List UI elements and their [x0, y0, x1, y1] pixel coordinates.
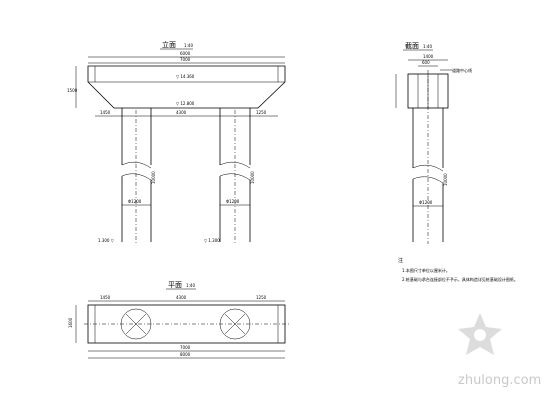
- edge-right-dim: 1250: [256, 110, 267, 115]
- plan-scale: 1:40: [186, 283, 195, 288]
- right-pile-length: 10000: [250, 171, 255, 184]
- left-pile: Φ1200 10000 1.300 ▽: [98, 108, 156, 244]
- right-pile-bottom-elev: ▽ 1.300: [204, 238, 220, 243]
- section-width-dim: 1400: [423, 54, 434, 59]
- plan-edge-right-dim: 1250: [256, 295, 267, 300]
- elevation-view: 立面 1:40 6000 7000 ▽ 14.360 ▽ 12.800 1500…: [67, 40, 286, 244]
- overall-width-dim: 7000: [180, 57, 191, 62]
- elevation-title: 立面: [162, 40, 176, 49]
- notes-block: 注 1.本图尺寸单位以厘米计。 2.桩基础与承台连接部位不予示，具体构造详见桩基…: [398, 257, 518, 282]
- plan-title: 平面: [168, 281, 182, 289]
- elevation-scale: 1:40: [184, 43, 193, 48]
- section-pile-break-mark: [412, 164, 444, 184]
- section-scale: 1:40: [423, 44, 432, 49]
- right-pile-diameter: Φ1200: [226, 199, 240, 204]
- section-pile-length: 10000: [443, 173, 448, 186]
- notes-heading: 注: [398, 257, 403, 264]
- section-offset-dim: 600: [422, 60, 430, 65]
- cap-bottom-elevation: ▽ 12.800: [176, 101, 195, 106]
- cap-top-elevation: ▽ 14.360: [176, 74, 195, 79]
- note-item-2: 2.桩基础与承台连接部位不予示，具体构造详见桩基础设计图纸。: [402, 276, 518, 282]
- cap-height-dim: 1500: [67, 88, 78, 93]
- plan-width-dim: 7000: [180, 345, 191, 350]
- note-item-1: 1.本图尺寸单位以厘米计。: [402, 267, 450, 273]
- left-pile-diameter: Φ1200: [128, 199, 142, 204]
- plan-view: 平面 1:40 1450 4300 1250 1600 7000 8000: [68, 281, 290, 359]
- left-pile-break-mark: [121, 161, 152, 181]
- plan-right-pile: [219, 308, 251, 340]
- left-pile-length: 10000: [151, 171, 156, 184]
- plan-left-pile: [120, 308, 152, 340]
- watermark-text: zhulong.com: [458, 373, 541, 388]
- plan-spacing-dim: 4300: [176, 295, 187, 300]
- left-pile-bottom-elev: 1.300 ▽: [98, 238, 115, 243]
- watermark: zhulong.com: [458, 313, 541, 388]
- plan-total-dim: 8000: [180, 352, 191, 357]
- plan-edge-left-dim: 1450: [100, 295, 111, 300]
- section-view: 截面 1:40 1400 600 道路中心线 Φ1200 10000: [395, 41, 472, 244]
- pile-spacing-dim: 4300: [176, 110, 187, 115]
- watermark-logo-icon: [458, 313, 502, 355]
- section-pile-diameter: Φ1200: [419, 200, 433, 205]
- section-pile: Φ1200 10000: [412, 70, 448, 244]
- plan-depth-dim: 1600: [68, 317, 73, 328]
- section-title: 截面: [405, 41, 419, 50]
- right-pile: Φ1200 10000 ▽ 1.300: [204, 108, 255, 244]
- cap-width-dim: 6000: [180, 51, 191, 56]
- centerline-label: 道路中心线: [452, 67, 472, 73]
- edge-left-dim: 1450: [100, 110, 111, 115]
